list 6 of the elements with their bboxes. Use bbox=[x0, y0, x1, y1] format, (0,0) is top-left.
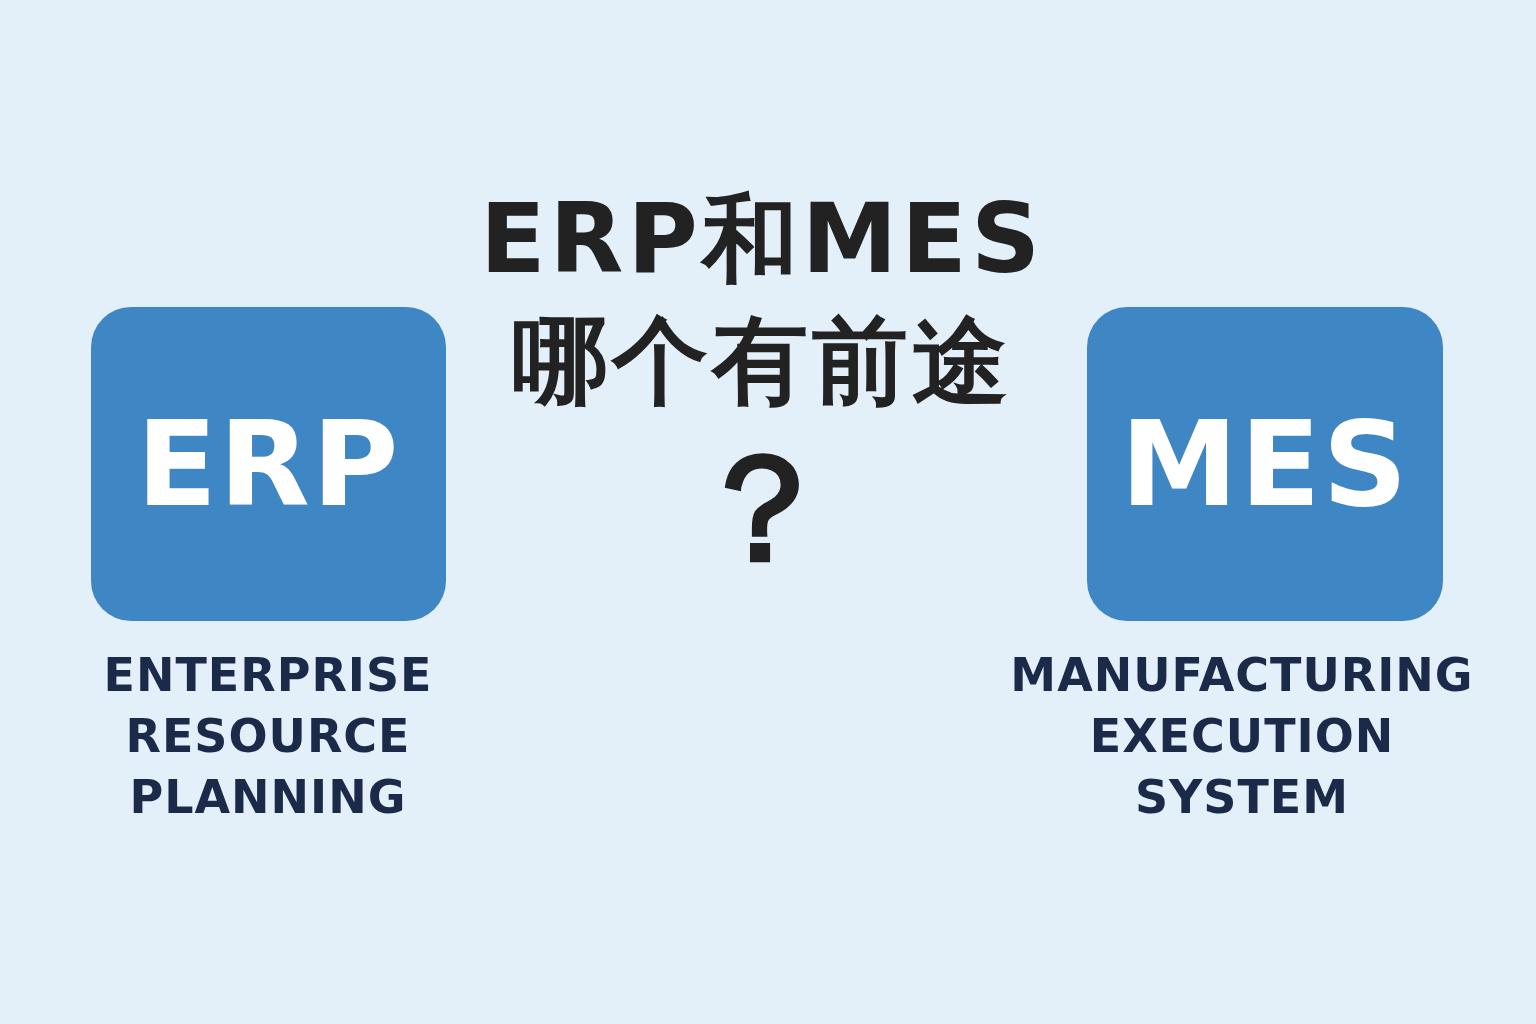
full-name-caption: MANUFACTURING EXECUTION SYSTEM bbox=[1010, 647, 1474, 826]
full-name-caption: ENTERPRISE RESOURCE PLANNING bbox=[103, 647, 433, 826]
acronym-box: MES bbox=[1087, 307, 1443, 621]
acronym-box: ERP bbox=[91, 307, 446, 621]
title: ERP和MES哪个有前途 bbox=[478, 182, 1046, 419]
question-mark: ？ bbox=[686, 428, 838, 588]
